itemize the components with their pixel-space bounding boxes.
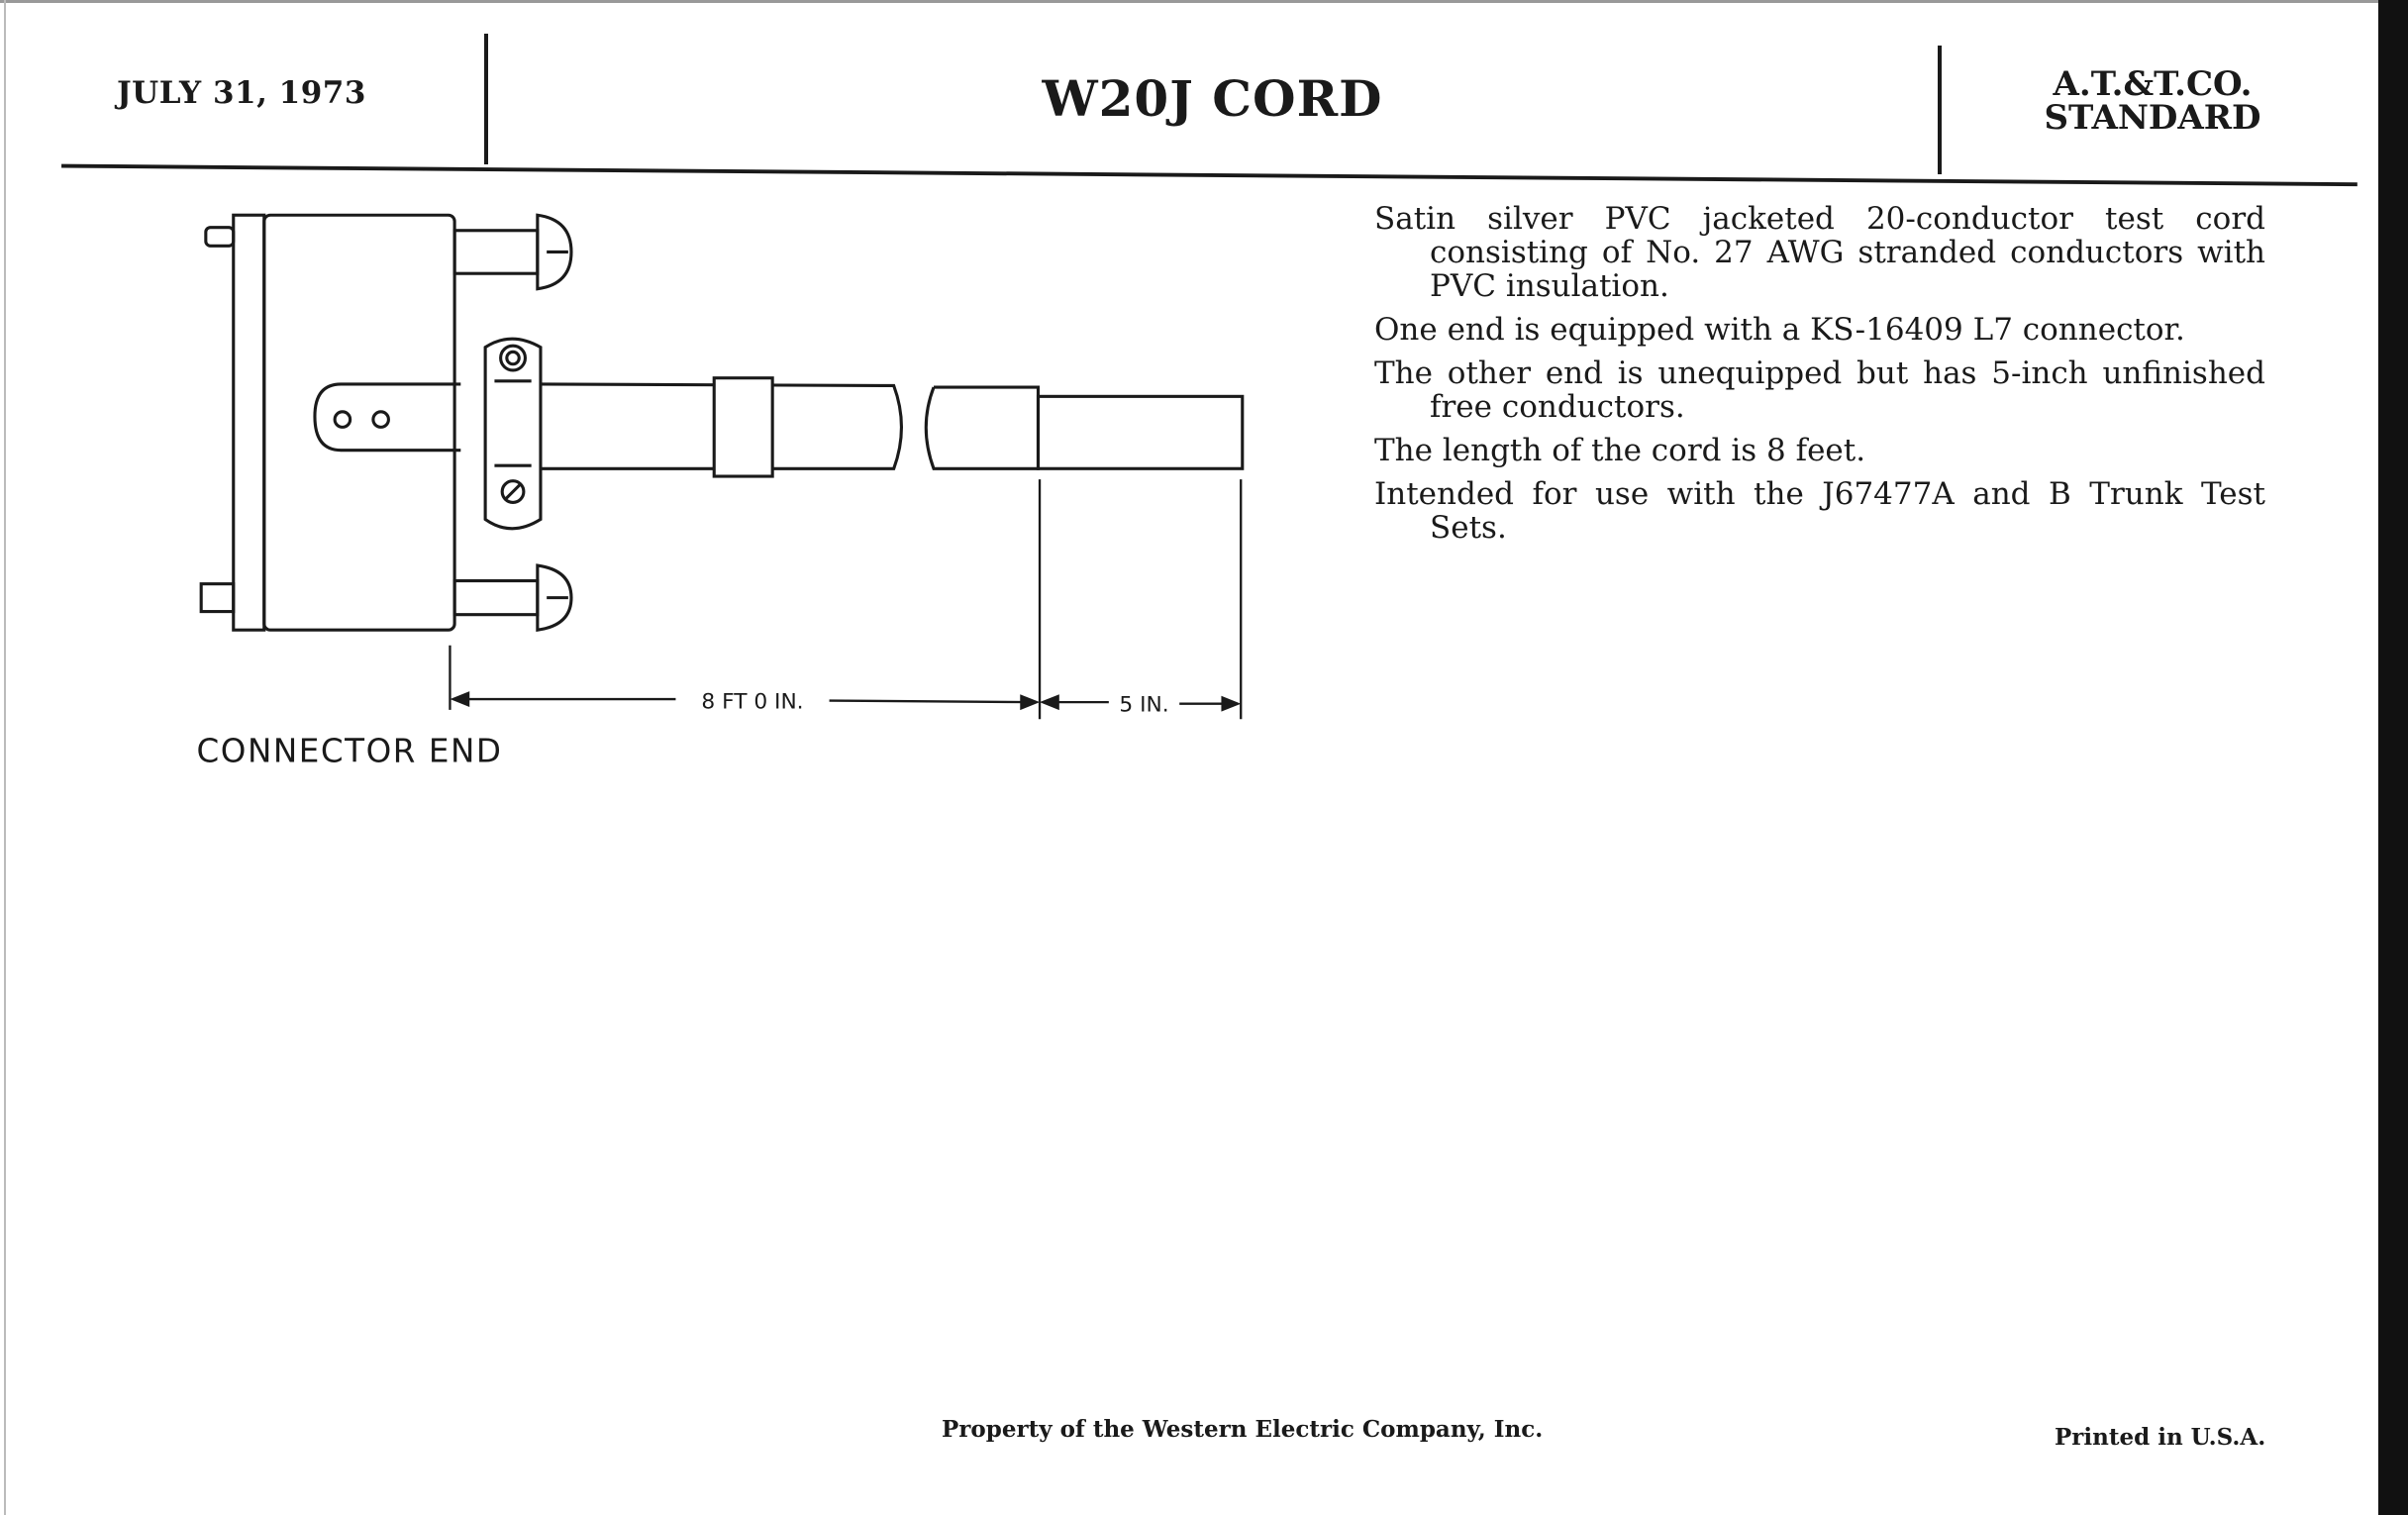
standard-line-1: A.T.&T.CO. <box>2053 64 2253 104</box>
dimension-lines <box>449 479 1243 720</box>
drawing-caption: CONNECTOR END <box>197 733 503 770</box>
header-rule <box>61 163 2358 187</box>
scan-edge-top <box>0 0 2408 3</box>
free-end-dimension-label: 5 IN. <box>1119 692 1168 717</box>
scan-edge-right <box>2378 0 2408 1515</box>
guide-pin-bottom <box>199 582 236 614</box>
connector-tongue <box>313 382 461 453</box>
cable-clamp <box>483 337 543 531</box>
description-paragraph: Satin silver PVC jacketed 20-conductor t… <box>1374 201 2265 304</box>
description-paragraph: Intended for use with the J67477A and B … <box>1374 476 2265 546</box>
screw-top-icon <box>452 213 573 291</box>
connector-body <box>199 213 456 632</box>
scan-edge-left <box>4 0 6 1515</box>
description-paragraph: The length of the cord is 8 feet. <box>1374 433 1866 468</box>
footer-printed: Printed in U.S.A. <box>2055 1424 2266 1451</box>
standard-line-2: STANDARD <box>2044 98 2261 138</box>
cord <box>540 376 1245 478</box>
footer-property: Property of the Western Electric Company… <box>942 1416 1544 1443</box>
length-dimension-label: 8 FT 0 IN. <box>701 689 803 714</box>
description: Satin silver PVC jacketed 20-conductor t… <box>1374 202 2265 555</box>
guide-pin-top <box>204 226 236 248</box>
clamp-screw-bottom-icon <box>500 479 526 504</box>
page-title: W20J CORD <box>1042 69 1383 128</box>
header-divider-left <box>484 34 488 164</box>
description-paragraph: One end is equipped with a KS-16409 L7 c… <box>1374 312 2185 348</box>
screw-bottom-icon <box>452 563 573 632</box>
standard-label: A.T.&T.CO. STANDARD <box>1940 67 2365 135</box>
description-paragraph: The other end is unequipped but has 5-in… <box>1374 355 2265 425</box>
header-divider-right <box>1938 46 1942 174</box>
clamp-screw-top-icon <box>499 344 527 372</box>
date: JULY 31, 1973 <box>117 75 366 111</box>
